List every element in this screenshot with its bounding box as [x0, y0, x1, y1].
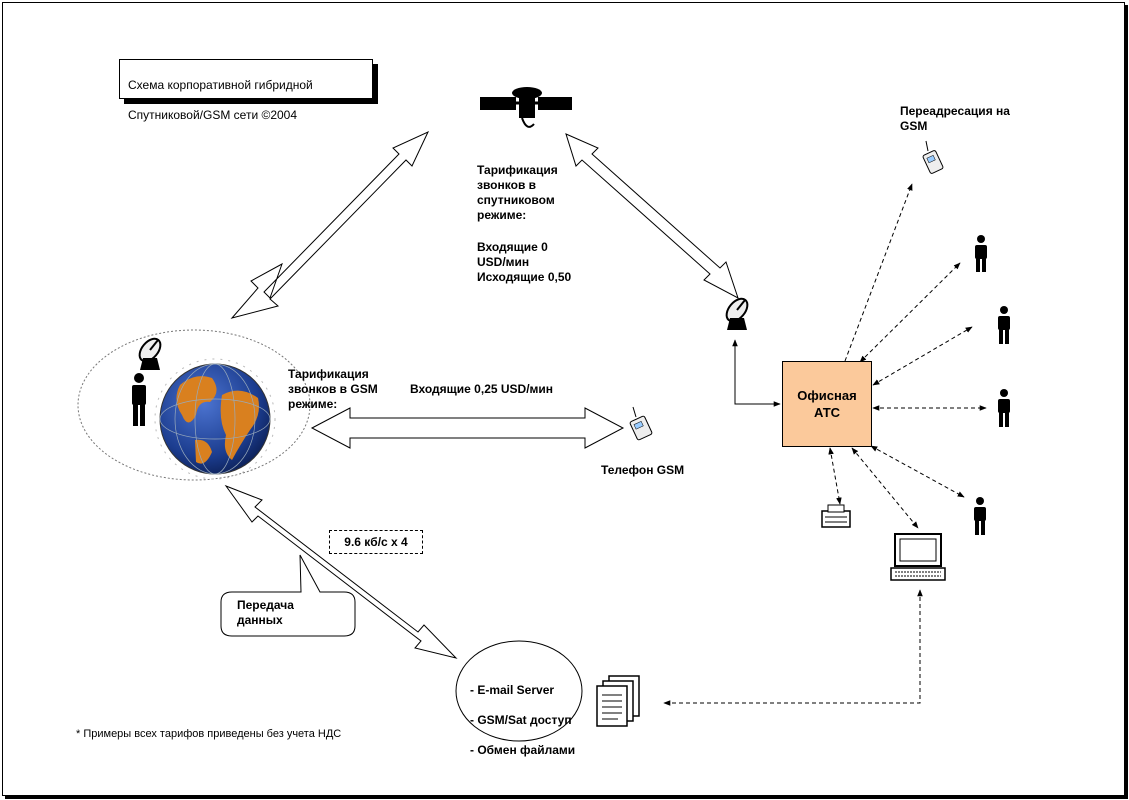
- person-icon: [998, 389, 1010, 427]
- title-line-2: Спутниковой/GSM сети ©2004: [128, 108, 298, 122]
- forwarding-label: Переадресация на GSM: [900, 104, 1010, 133]
- arrow-satellite-pbx: [565, 133, 739, 300]
- satellite-tariff-outgoing: Исходящие 0,50: [477, 270, 572, 284]
- link-dish-pbx: [732, 339, 781, 407]
- person-icon: [132, 373, 146, 426]
- fax-icon: [821, 504, 851, 528]
- service-item-access: - GSM/Sat доступ: [470, 713, 572, 727]
- title-box: Схема корпоративной гибридной Спутниково…: [119, 59, 373, 122]
- link-pbx-fax: [828, 447, 842, 505]
- link-pbx-person-1: [859, 262, 961, 363]
- data-transfer-label: Передача данных: [237, 598, 294, 627]
- person-icon: [998, 306, 1010, 344]
- link-pbx-forwarding: [844, 183, 913, 362]
- satellite-tariff-incoming: Входящие 0 USD/мин: [477, 240, 548, 269]
- dish-antenna-icon: [725, 297, 749, 330]
- gsm-phone-label: Телефон GSM: [601, 463, 685, 477]
- link-laptop-documents: [663, 589, 923, 706]
- link-pbx-person-4: [870, 445, 965, 498]
- arrow-globe-satellite: [230, 130, 430, 319]
- pbx-label: Офисная АТС: [797, 388, 857, 420]
- mobile-phone-icon: [922, 140, 944, 174]
- dish-antenna-icon: [138, 337, 162, 370]
- satellite-tariff-heading: Тарификация звонков в спутниковом режиме…: [477, 163, 558, 222]
- arrow-globe-gsm-phone: [310, 407, 625, 449]
- person-icon: [974, 497, 986, 535]
- mobile-phone-icon: [629, 406, 653, 441]
- office-pbx: Офисная АТС: [782, 361, 872, 447]
- title-line-1: Схема корпоративной гибридной: [128, 78, 313, 92]
- footnote: * Примеры всех тарифов приведены без уче…: [76, 728, 342, 740]
- laptop-icon: [890, 533, 946, 581]
- arrow-globe-server: [224, 484, 458, 659]
- link-pbx-person-2: [872, 326, 973, 386]
- gsm-tariff-heading: Тарификация звонков в GSM режиме:: [288, 367, 378, 411]
- documents-icon: [596, 675, 640, 727]
- satellite-icon: [480, 87, 572, 128]
- data-rate-label: 9.6 кб/с x 4: [344, 535, 408, 549]
- data-rate-box: 9.6 кб/с x 4: [329, 530, 423, 554]
- link-pbx-laptop: [851, 447, 919, 529]
- service-item-files: - Обмен файлами: [470, 743, 576, 757]
- page-title: Схема корпоративной гибридной Спутниково…: [128, 63, 313, 138]
- gsm-tariff-incoming: Входящие 0,25 USD/мин: [410, 382, 554, 396]
- server-ellipse: [455, 640, 583, 742]
- mobile-user-zone: [77, 329, 311, 481]
- person-icon: [975, 235, 987, 272]
- data-transfer-callout: [220, 554, 356, 637]
- globe-icon: [154, 358, 276, 480]
- services-list: - E-mail Server - GSM/Sat доступ - Обмен…: [470, 668, 575, 773]
- service-item-email: - E-mail Server: [470, 683, 555, 697]
